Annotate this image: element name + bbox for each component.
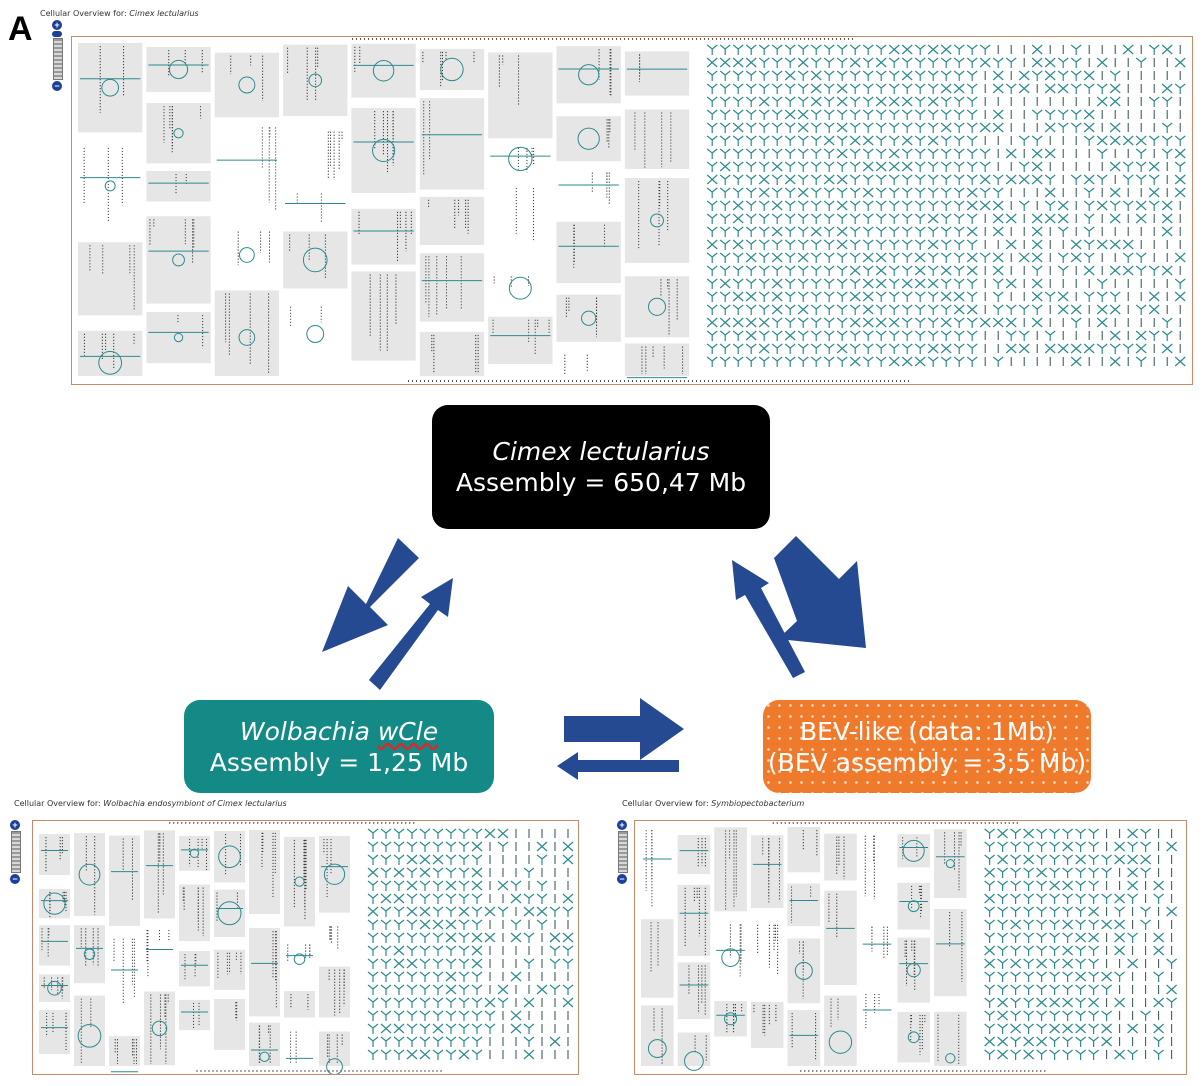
caption-organism: Cimex lectularius <box>129 9 199 18</box>
node-title: BEV-like (data: 1Mb) <box>800 716 1054 746</box>
arrow-cimex-to-bev <box>774 536 866 648</box>
caption-prefix: Cellular Overview for: <box>14 799 104 808</box>
cellular-overview-symbiopectobacterium[interactable] <box>634 820 1187 1075</box>
zoom-in-button[interactable]: + <box>52 20 62 30</box>
panel-letter: A <box>8 10 33 48</box>
arrow-wolbachia-to-bev <box>564 698 684 760</box>
zoom-in-small-button[interactable] <box>52 31 62 37</box>
pathway-map-drawing <box>39 822 574 1074</box>
zoom-slider[interactable] <box>53 38 63 80</box>
pathway-map-drawing <box>641 822 1178 1072</box>
overview-caption-top: Cellular Overview for: Cimex lectularius <box>40 9 199 18</box>
node-title: Cimex lectularius <box>492 437 710 466</box>
overview-caption-wolbachia: Cellular Overview for: Wolbachia endosym… <box>14 799 287 808</box>
node-assembly: (BEV assembly = 3,5 Mb) <box>767 747 1087 777</box>
caption-organism: Symbiopectobacterium <box>711 799 805 808</box>
caption-prefix: Cellular Overview for: <box>622 799 712 808</box>
caption-organism: Wolbachia endosymbiont of Cimex lectular… <box>103 799 287 808</box>
asterisk-label: * <box>430 572 441 596</box>
node-title: Wolbachia wCle <box>240 716 438 747</box>
zoom-control-wolbachia[interactable]: + − <box>10 820 21 885</box>
zoom-slider[interactable] <box>618 831 628 873</box>
arrow-cimex-to-wolbachia <box>322 538 419 652</box>
zoom-out-button[interactable]: − <box>617 874 627 884</box>
zoom-in-button[interactable]: + <box>617 820 627 830</box>
zoom-in-button[interactable]: + <box>10 820 20 830</box>
arrow-bev-to-cimex <box>732 560 805 678</box>
zoom-slider[interactable] <box>11 831 21 873</box>
arrow-bev-to-wolbachia <box>557 752 679 780</box>
node-assembly: Assembly = 650,47 Mb <box>455 468 747 497</box>
pathway-map-drawing <box>78 38 1186 382</box>
caption-prefix: Cellular Overview for: <box>40 9 130 18</box>
arrow-wolbachia-to-cimex <box>369 578 453 690</box>
cellular-overview-cimex[interactable] <box>71 36 1193 385</box>
zoom-control-symbiopectobacterium[interactable]: + − <box>617 820 628 885</box>
node-strain: wCle <box>377 716 439 746</box>
node-bev-like: BEV-like (data: 1Mb) (BEV assembly = 3,5… <box>763 700 1091 793</box>
node-assembly: Assembly = 1,25 Mb <box>209 747 469 777</box>
node-wolbachia: Wolbachia wCle Assembly = 1,25 Mb <box>184 700 494 793</box>
zoom-out-button[interactable]: − <box>10 874 20 884</box>
node-genus: Wolbachia <box>239 716 370 746</box>
overview-caption-symbiopectobacterium: Cellular Overview for: Symbiopectobacter… <box>622 799 804 808</box>
zoom-out-button[interactable]: − <box>52 81 62 91</box>
zoom-control-top[interactable]: + − <box>52 20 63 92</box>
cellular-overview-wolbachia[interactable] <box>32 820 579 1075</box>
node-cimex-lectularius: Cimex lectularius Assembly = 650,47 Mb <box>432 405 770 529</box>
